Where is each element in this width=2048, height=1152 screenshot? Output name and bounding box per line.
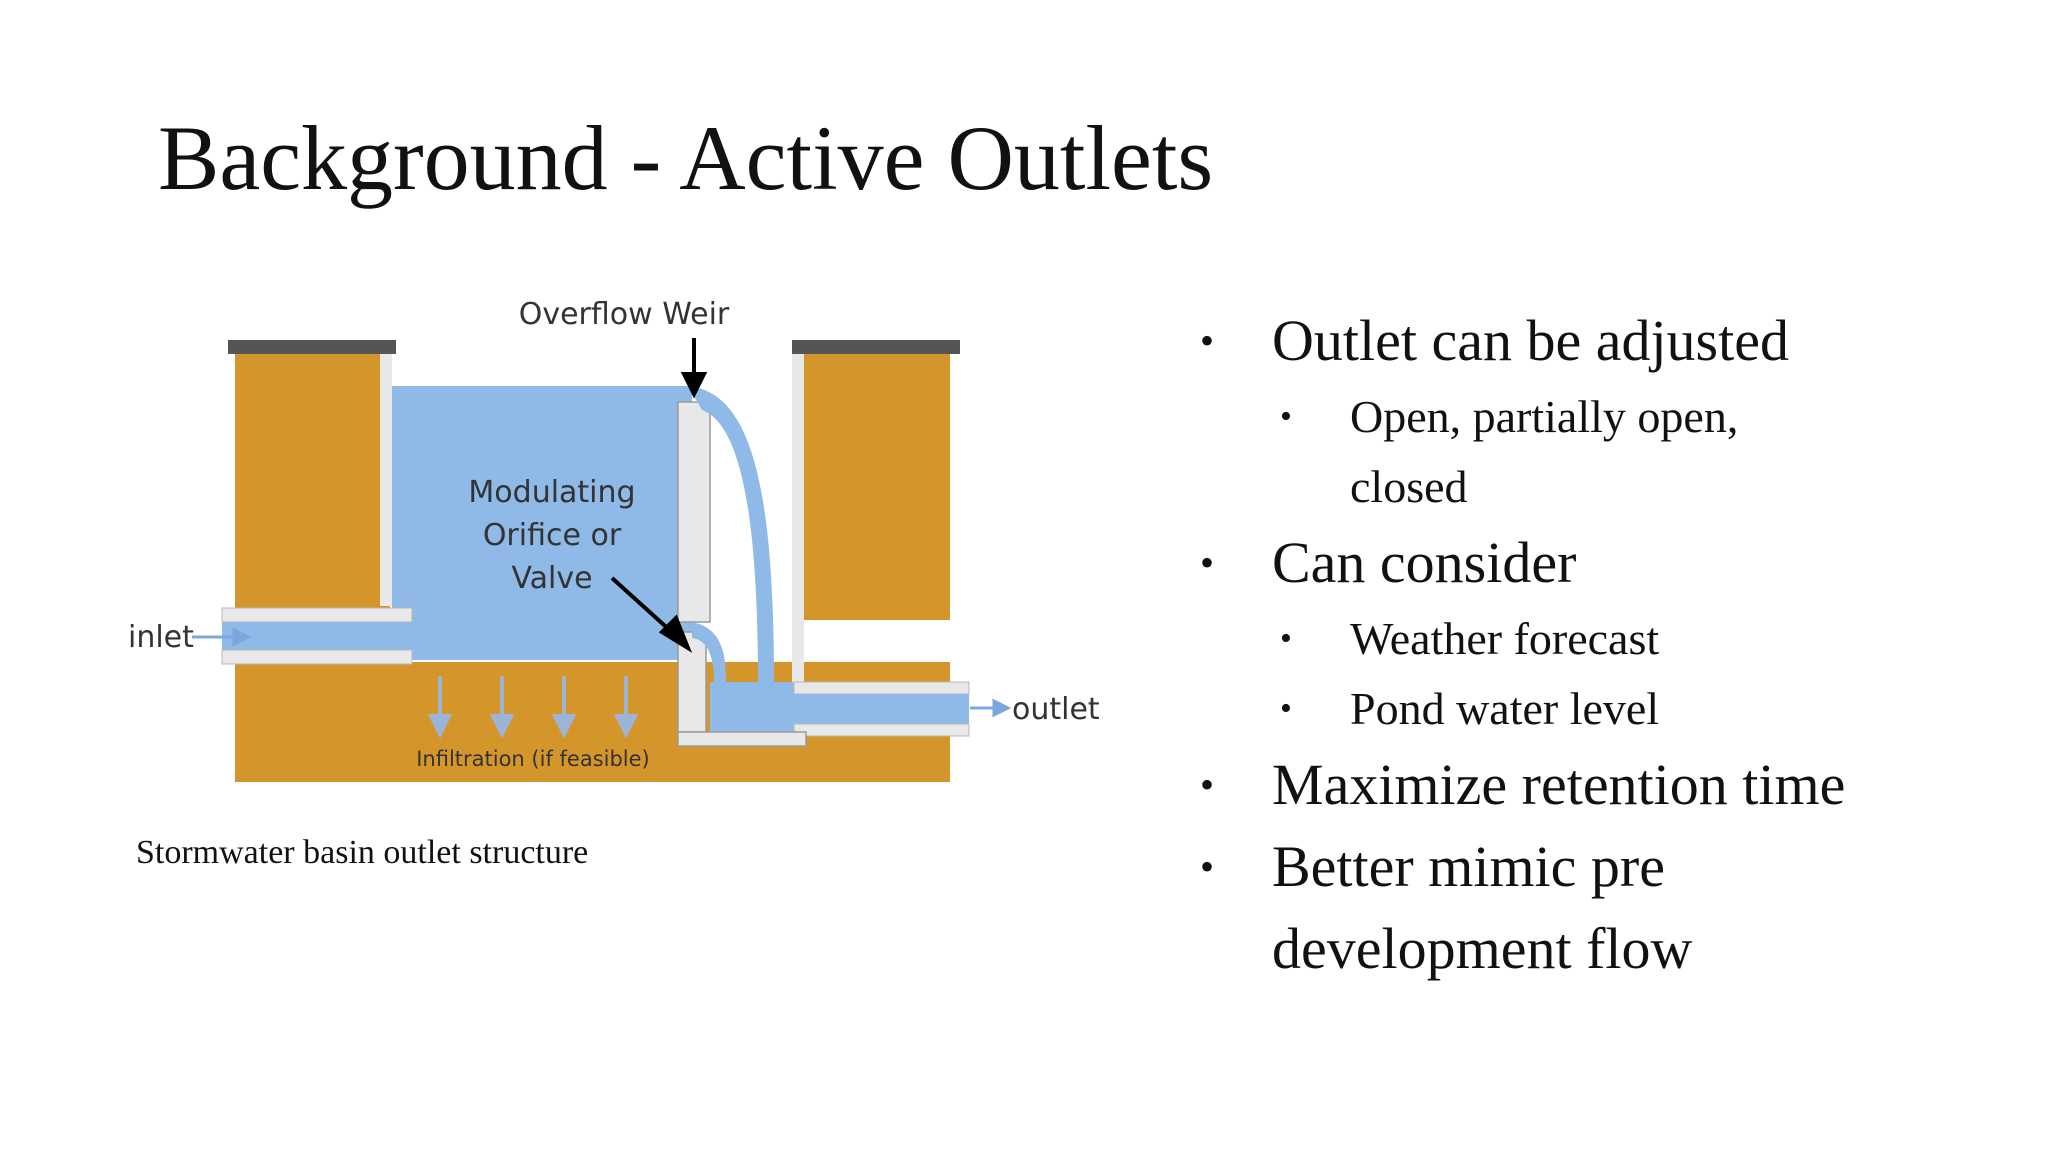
- inlet-pipe-top: [221, 607, 413, 623]
- bullet-marker: •: [1200, 844, 1215, 889]
- outlet-pipe-water: [794, 694, 969, 724]
- bullet-continuation: development flow: [1272, 916, 1693, 981]
- left-cap: [228, 340, 396, 354]
- infiltration-label: Infiltration (if feasible): [416, 747, 650, 771]
- diagram-svg: Overflow Weir Modulating Orifice or Valv…: [128, 297, 1100, 782]
- overflow-weir-wall: [677, 401, 711, 623]
- soil-right-column: [800, 350, 950, 620]
- bullet-list: • Outlet can be adjusted • Open, partial…: [1200, 300, 2020, 990]
- sub-bullet-pond-level: • Pond water level: [1200, 674, 2020, 744]
- sub-bullet-text: Weather forecast: [1350, 613, 1660, 664]
- modulating-label-line1: Modulating: [468, 475, 635, 510]
- bullet-retention-time: • Maximize retention time: [1200, 744, 2020, 826]
- bullet-outlet-adjusted: • Outlet can be adjusted: [1200, 300, 2020, 382]
- inlet-pipe-water: [222, 622, 412, 650]
- basin-water: [392, 386, 692, 660]
- inlet-label: inlet: [128, 620, 194, 655]
- slide-title: Background - Active Outlets: [158, 107, 1214, 209]
- sub-bullet-text: Open, partially open,: [1350, 391, 1739, 442]
- infiltration-arrows: [427, 676, 639, 739]
- bullet-marker: •: [1200, 318, 1215, 363]
- sub-bullet-text: Pond water level: [1350, 683, 1660, 734]
- chamber-floor: [677, 731, 807, 747]
- chamber-water: [710, 682, 804, 732]
- diagram-caption: Stormwater basin outlet structure: [136, 834, 589, 871]
- sub-bullet-continuation: closed: [1350, 461, 1468, 512]
- inlet-arrow: [192, 627, 252, 647]
- soil-left-column: [235, 350, 390, 620]
- right-inner-wall: [792, 354, 804, 684]
- overflow-weir-label: Overflow Weir: [519, 297, 730, 332]
- outlet-label: outlet: [1012, 692, 1100, 727]
- inlet-pipe-bottom: [221, 649, 413, 665]
- weir-callout-arrow: [680, 338, 708, 399]
- bullet-text: Maximize retention time: [1272, 752, 1846, 817]
- bullet-text: Can consider: [1272, 530, 1577, 595]
- sub-bullet-marker: •: [1280, 620, 1292, 657]
- sub-bullet-weather: • Weather forecast: [1200, 604, 2020, 674]
- bullet-marker: •: [1200, 762, 1215, 807]
- outlet-pipe-top: [793, 681, 970, 695]
- sub-bullet-marker: •: [1280, 690, 1292, 727]
- bullet-text: Outlet can be adjusted: [1272, 308, 1789, 373]
- left-inner-wall: [380, 354, 392, 606]
- bullet-can-consider: • Can consider: [1200, 522, 2020, 604]
- outlet-pipe-bottom: [793, 723, 970, 737]
- orifice-stream: [692, 622, 726, 682]
- sub-bullet-marker: •: [1280, 398, 1292, 435]
- overflow-stream: [688, 386, 774, 682]
- bullet-marker: •: [1200, 540, 1215, 585]
- right-cap: [792, 340, 960, 354]
- modulating-label-line2: Orifice or: [483, 518, 622, 553]
- outlet-structure-diagram: Overflow Weir Modulating Orifice or Valv…: [110, 282, 1130, 822]
- modulating-label-line3: Valve: [511, 561, 592, 596]
- orifice-wall: [677, 631, 707, 733]
- outlet-arrow: [970, 698, 1012, 718]
- sub-bullet-open-closed: • Open, partially open,: [1200, 382, 2020, 452]
- valve-callout-arrow: [610, 576, 693, 653]
- bullet-mimic-flow: • Better mimic pre: [1200, 826, 2020, 908]
- bullet-text: Better mimic pre: [1272, 834, 1665, 899]
